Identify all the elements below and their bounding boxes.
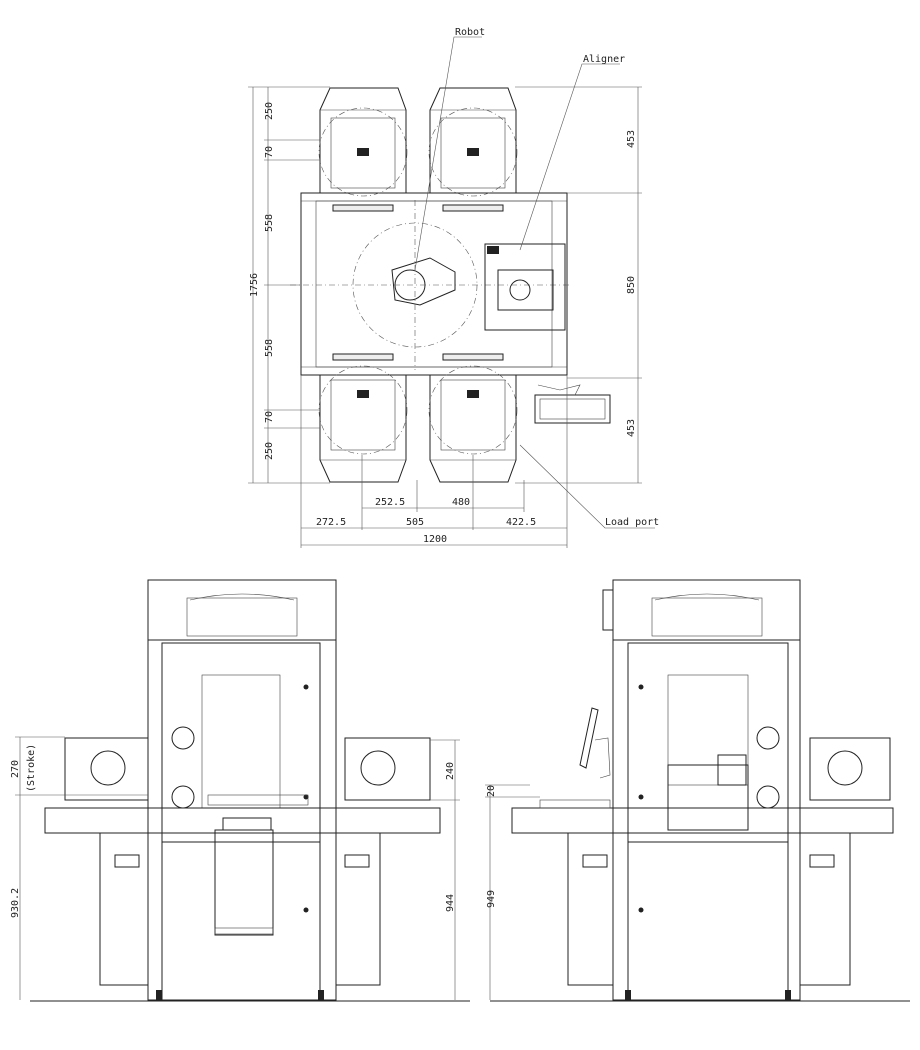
dim-558-bottom: 558 [264,339,275,357]
dim-453-bottom: 453 [626,419,637,437]
top-view: Robot Aligner Load port 250 70 558 558 7… [248,27,659,548]
dim-stroke-note: (Stroke) [26,744,37,792]
load-port-bottom-left [318,365,408,483]
dim-1756: 1756 [249,273,260,297]
dim-480: 480 [452,497,470,508]
robot-callout: Robot [455,27,485,38]
robot [290,200,570,370]
dim-20: 20 [486,785,497,797]
load-port-callout: Load port [605,517,659,528]
dim-850: 850 [626,276,637,294]
dim-250-top: 250 [264,102,275,120]
table-top [44,807,441,834]
dim-558-top: 558 [264,214,275,232]
operator-panel [534,394,611,424]
aligner-callout: Aligner [583,54,625,65]
dim-949: 949 [486,890,497,908]
dim-453-top: 453 [626,130,637,148]
dim-422-5: 422.5 [506,517,536,528]
dim-944: 944 [445,894,456,912]
main-body-inner-frame [315,200,553,368]
dim-70-bottom: 70 [264,411,275,423]
dim-270: 270 [10,760,21,778]
side-view: 20 949 [485,579,910,1002]
dim-930-2: 930.2 [10,888,21,918]
dim-272-5: 272.5 [316,517,346,528]
load-port-bottom-right [428,365,518,483]
dim-70-top: 70 [264,146,275,158]
dim-240: 240 [445,762,456,780]
dim-250-bottom: 250 [264,442,275,460]
aligner [484,243,566,331]
dim-252-5: 252.5 [375,497,405,508]
main-body-outline [300,192,568,376]
load-port-top-right [428,87,518,197]
front-view: 270 (Stroke) 930.2 240 944 [10,579,470,1002]
dim-1200: 1200 [423,534,447,545]
load-port-top-left [318,87,408,197]
dim-505: 505 [406,517,424,528]
